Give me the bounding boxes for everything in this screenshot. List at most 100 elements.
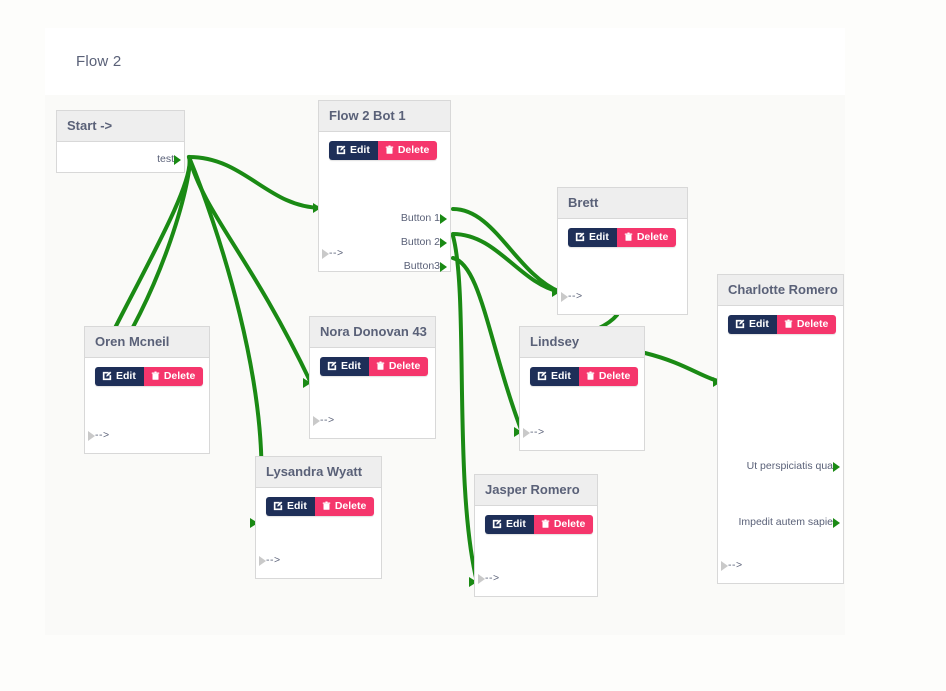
node-body-oren: Edit Delete --> <box>85 358 209 454</box>
edit-button-brett[interactable]: Edit <box>568 228 617 247</box>
edit-button-bot1[interactable]: Edit <box>329 141 378 160</box>
delete-button-label: Delete <box>598 370 631 382</box>
edit-icon <box>102 371 112 381</box>
port-arrow-icon <box>561 292 568 302</box>
edit-button-oren[interactable]: Edit <box>95 367 144 386</box>
input-port-brett-0[interactable]: --> <box>561 289 583 303</box>
node-body-brett: Edit Delete --> <box>558 219 687 315</box>
output-port-charlotte-0[interactable]: Ut perspiciatis qua <box>747 459 840 473</box>
edit-icon <box>735 319 745 329</box>
trash-icon <box>541 519 550 528</box>
port-arrow-icon <box>440 262 447 272</box>
input-port-charlotte-0[interactable]: --> <box>721 558 743 572</box>
edit-button-jasper[interactable]: Edit <box>485 515 534 534</box>
edge-lindsey-out-to-charlotte-in <box>643 351 723 384</box>
port-arrow-icon <box>259 556 266 566</box>
edge-start-test-to-bot1-in <box>187 155 323 210</box>
delete-button-charlotte[interactable]: Delete <box>776 315 837 334</box>
output-port-bot1-0[interactable]: Button 1 <box>401 211 447 225</box>
port-arrow-icon <box>88 431 95 441</box>
edge-bot1-b3-to-lindsey-in <box>451 256 524 434</box>
node-actions-oren: Edit Delete <box>95 367 204 386</box>
output-port-bot1-2[interactable]: Button3 <box>404 259 447 273</box>
port-arrow-icon <box>322 249 329 259</box>
trash-icon <box>784 319 793 328</box>
port-arrow-icon <box>440 238 447 248</box>
node-body-bot1: Edit Delete --> Button 1 Button 2 Button3 <box>319 132 450 272</box>
edit-icon <box>492 519 502 529</box>
node-actions-charlotte: Edit Delete <box>728 315 837 334</box>
trash-icon <box>151 371 160 380</box>
edit-button-label: Edit <box>350 144 370 156</box>
edit-button-lysandra[interactable]: Edit <box>266 497 315 516</box>
edit-button-label: Edit <box>287 500 307 512</box>
delete-button-oren[interactable]: Delete <box>143 367 204 386</box>
port-arrow-icon <box>174 155 181 165</box>
input-port-lindsey-0[interactable]: --> <box>523 425 545 439</box>
node-title-charlotte: Charlotte Romero <box>718 275 843 306</box>
input-port-bot1-0[interactable]: --> <box>322 246 344 260</box>
output-port-bot1-1[interactable]: Button 2 <box>401 235 447 249</box>
port-arrow-icon <box>523 428 530 438</box>
edit-button-label: Edit <box>551 370 571 382</box>
edit-icon <box>575 232 585 242</box>
edit-button-label: Edit <box>341 360 361 372</box>
trash-icon <box>322 501 331 510</box>
delete-button-label: Delete <box>397 144 430 156</box>
input-port-lysandra-0[interactable]: --> <box>259 553 281 567</box>
delete-button-lysandra[interactable]: Delete <box>314 497 375 516</box>
delete-button-jasper[interactable]: Delete <box>533 515 594 534</box>
edit-button-lindsey[interactable]: Edit <box>530 367 579 386</box>
port-arrow-icon <box>721 561 728 571</box>
node-title-jasper: Jasper Romero <box>475 475 597 506</box>
edit-icon <box>336 145 346 155</box>
node-start[interactable]: Start -> test <box>56 110 185 173</box>
node-actions-nora: Edit Delete <box>320 357 429 376</box>
node-title-lindsey: Lindsey <box>520 327 644 358</box>
node-body-jasper: Edit Delete --> <box>475 506 597 597</box>
edit-button-label: Edit <box>749 318 769 330</box>
trash-icon <box>586 371 595 380</box>
delete-button-brett[interactable]: Delete <box>616 228 677 247</box>
node-title-nora: Nora Donovan 43 <box>310 317 435 348</box>
edit-button-label: Edit <box>589 231 609 243</box>
node-body-nora: Edit Delete --> <box>310 348 435 439</box>
port-arrow-icon <box>313 416 320 426</box>
delete-button-label: Delete <box>553 518 586 530</box>
delete-button-label: Delete <box>163 370 196 382</box>
output-port-charlotte-1[interactable]: Impedit autem sapie <box>738 515 840 529</box>
edit-button-label: Edit <box>116 370 136 382</box>
delete-button-label: Delete <box>334 500 367 512</box>
edit-button-charlotte[interactable]: Edit <box>728 315 777 334</box>
edit-icon <box>327 361 337 371</box>
edit-button-nora[interactable]: Edit <box>320 357 369 376</box>
node-title-lysandra: Lysandra Wyatt <box>256 457 381 488</box>
node-title-start: Start -> <box>57 111 184 142</box>
node-body-lysandra: Edit Delete --> <box>256 488 381 579</box>
port-arrow-icon <box>478 574 485 584</box>
input-port-nora-0[interactable]: --> <box>313 413 335 427</box>
input-port-oren-0[interactable]: --> <box>88 428 110 442</box>
delete-button-nora[interactable]: Delete <box>368 357 429 376</box>
edge-bot1-b2-to-brett-in <box>451 232 562 294</box>
delete-button-bot1[interactable]: Delete <box>377 141 438 160</box>
node-body-lindsey: Edit Delete --> <box>520 358 644 451</box>
output-port-start-0[interactable]: test <box>157 152 181 166</box>
trash-icon <box>385 145 394 154</box>
delete-button-lindsey[interactable]: Delete <box>578 367 639 386</box>
node-nora[interactable]: Nora Donovan 43 Edit Delete --> <box>309 316 436 439</box>
edge-bot1-b1-to-brett-in <box>451 207 562 294</box>
node-title-oren: Oren Mcneil <box>85 327 209 358</box>
node-actions-lysandra: Edit Delete <box>266 497 375 516</box>
input-port-jasper-0[interactable]: --> <box>478 571 500 585</box>
